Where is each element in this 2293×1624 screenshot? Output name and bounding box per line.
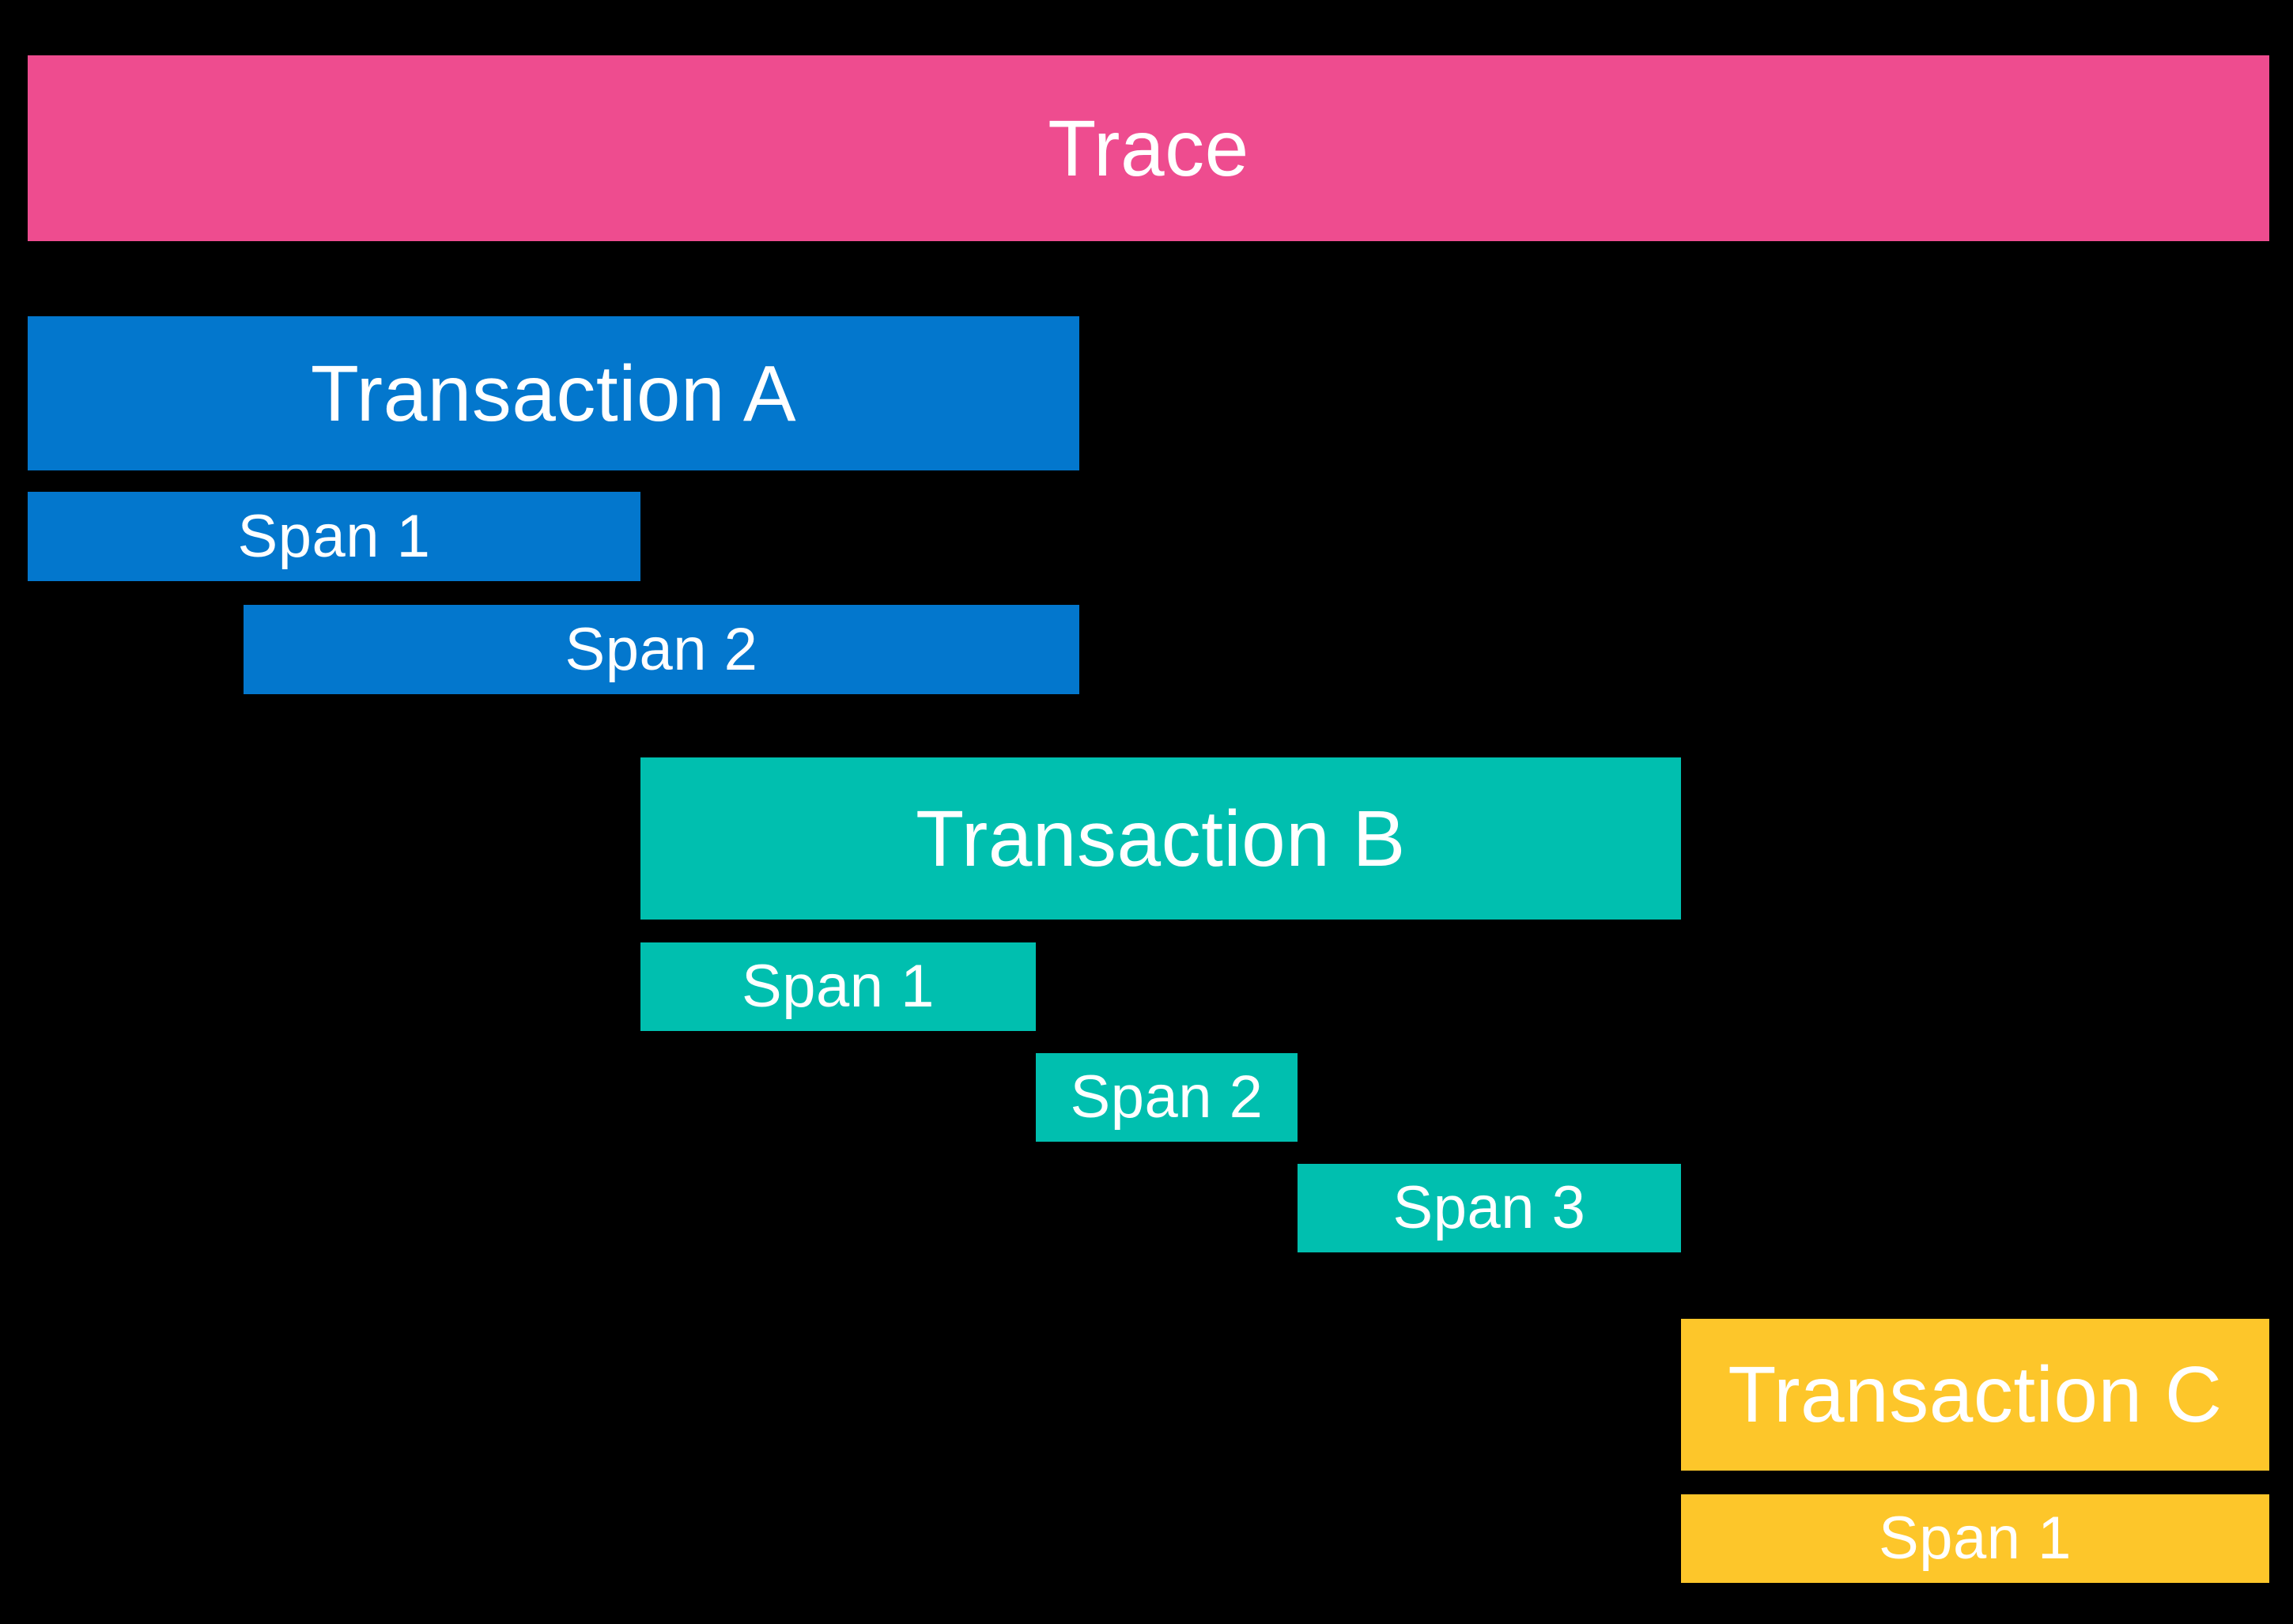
transaction-b-bar: Transaction B <box>640 757 1681 920</box>
transaction-c-bar: Transaction C <box>1681 1319 2269 1471</box>
transaction-b-span-3-bar: Span 3 <box>1298 1164 1681 1252</box>
transaction-a-span-2-bar: Span 2 <box>244 605 1079 694</box>
transaction-a-span-1-bar: Span 1 <box>28 492 640 581</box>
transaction-b-span-2-label: Span 2 <box>1070 1063 1264 1131</box>
trace-label: Trace <box>1048 104 1249 193</box>
transaction-a-bar: Transaction A <box>28 316 1079 470</box>
transaction-b-span-3-label: Span 3 <box>1392 1174 1586 1241</box>
transaction-c-span-1-label: Span 1 <box>1879 1505 2072 1572</box>
transaction-b-label: Transaction B <box>916 794 1406 883</box>
transaction-c-label: Transaction C <box>1728 1350 2223 1439</box>
transaction-b-span-1-label: Span 1 <box>742 953 935 1020</box>
trace-bar: Trace <box>28 55 2269 241</box>
transaction-a-label: Transaction A <box>310 349 797 438</box>
transaction-a-span-1-label: Span 1 <box>237 502 431 570</box>
transaction-b-span-1-bar: Span 1 <box>640 942 1036 1031</box>
transaction-c-span-1-bar: Span 1 <box>1681 1494 2269 1583</box>
transaction-a-span-2-label: Span 2 <box>565 615 758 683</box>
transaction-b-span-2-bar: Span 2 <box>1036 1053 1298 1142</box>
